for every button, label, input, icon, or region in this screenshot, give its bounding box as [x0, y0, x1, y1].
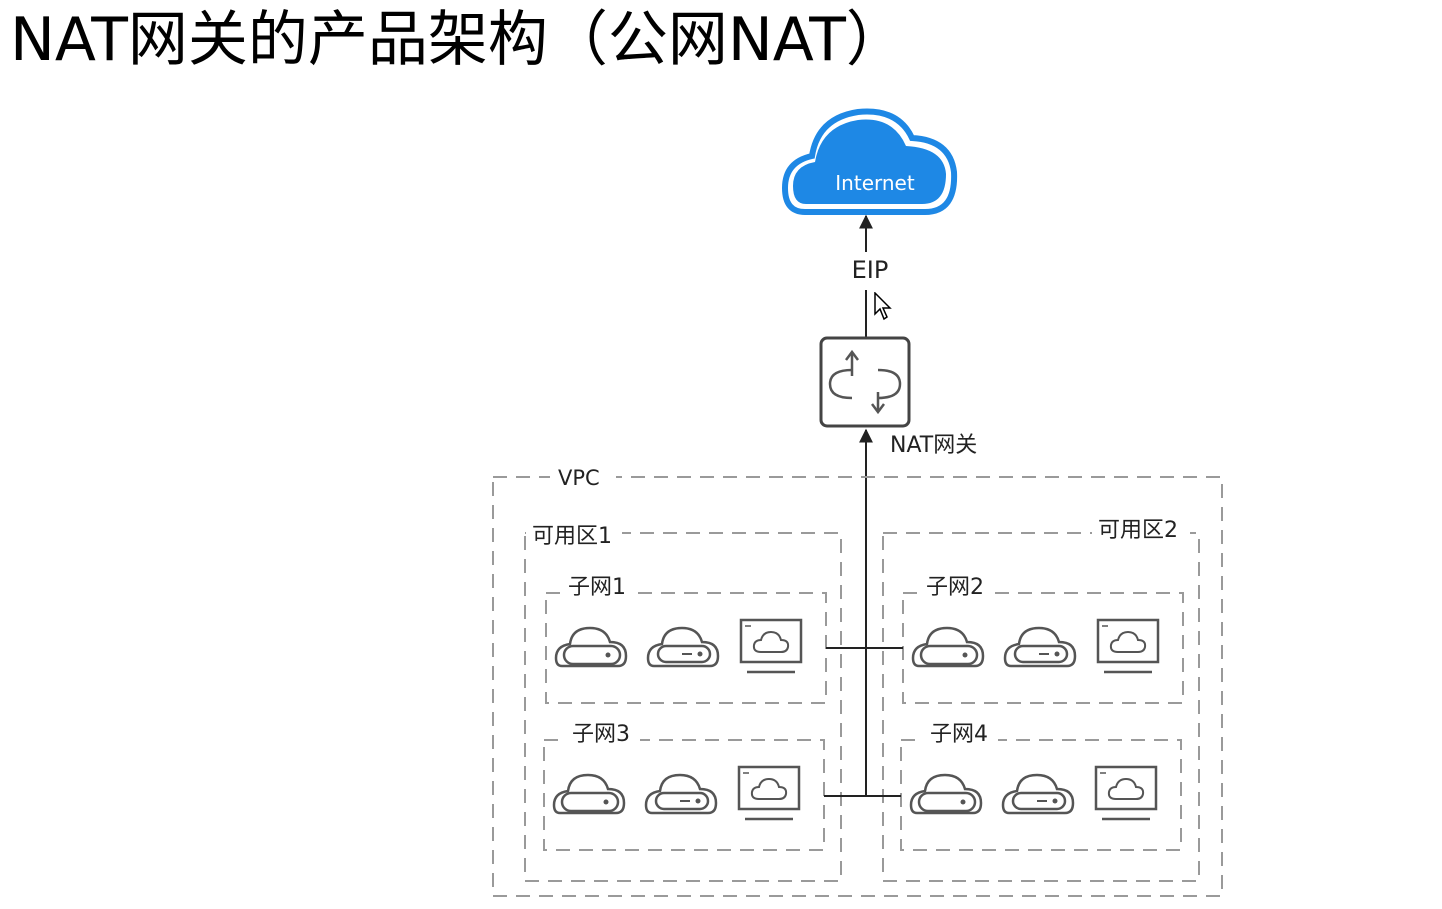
subnet4-label: 子网4 — [930, 722, 988, 747]
internet-cloud-icon — [781, 108, 958, 215]
ecs-host-icon — [909, 773, 983, 815]
az2-box — [882, 532, 1200, 882]
nat-gateway-icon — [819, 336, 911, 428]
internet-label: Internet — [835, 171, 915, 195]
page-title: NAT网关的产品架构（公网NAT） — [10, 5, 906, 75]
vpc-label: VPC — [558, 466, 600, 490]
subnet3-label: 子网3 — [572, 722, 630, 747]
eip-label: EIP — [852, 256, 889, 284]
desktop-icon — [1094, 765, 1158, 821]
ecs-host-icon — [552, 773, 626, 815]
nat-label: NAT网关 — [890, 433, 977, 458]
desktop-icon — [737, 765, 801, 821]
subnet1-label: 子网1 — [568, 575, 626, 600]
az2-label: 可用区2 — [1098, 518, 1178, 543]
bms-host-icon — [644, 773, 718, 815]
bms-host-icon — [646, 626, 720, 668]
desktop-icon — [1096, 618, 1160, 674]
bms-host-icon — [1001, 773, 1075, 815]
bms-host-icon — [1003, 626, 1077, 668]
subnet2-label: 子网2 — [926, 575, 984, 600]
desktop-icon — [739, 618, 803, 674]
az1-box — [524, 532, 842, 882]
ecs-host-icon — [911, 626, 985, 668]
az1-label: 可用区1 — [532, 524, 612, 549]
mouse-cursor-icon — [874, 292, 892, 321]
ecs-host-icon — [554, 626, 628, 668]
